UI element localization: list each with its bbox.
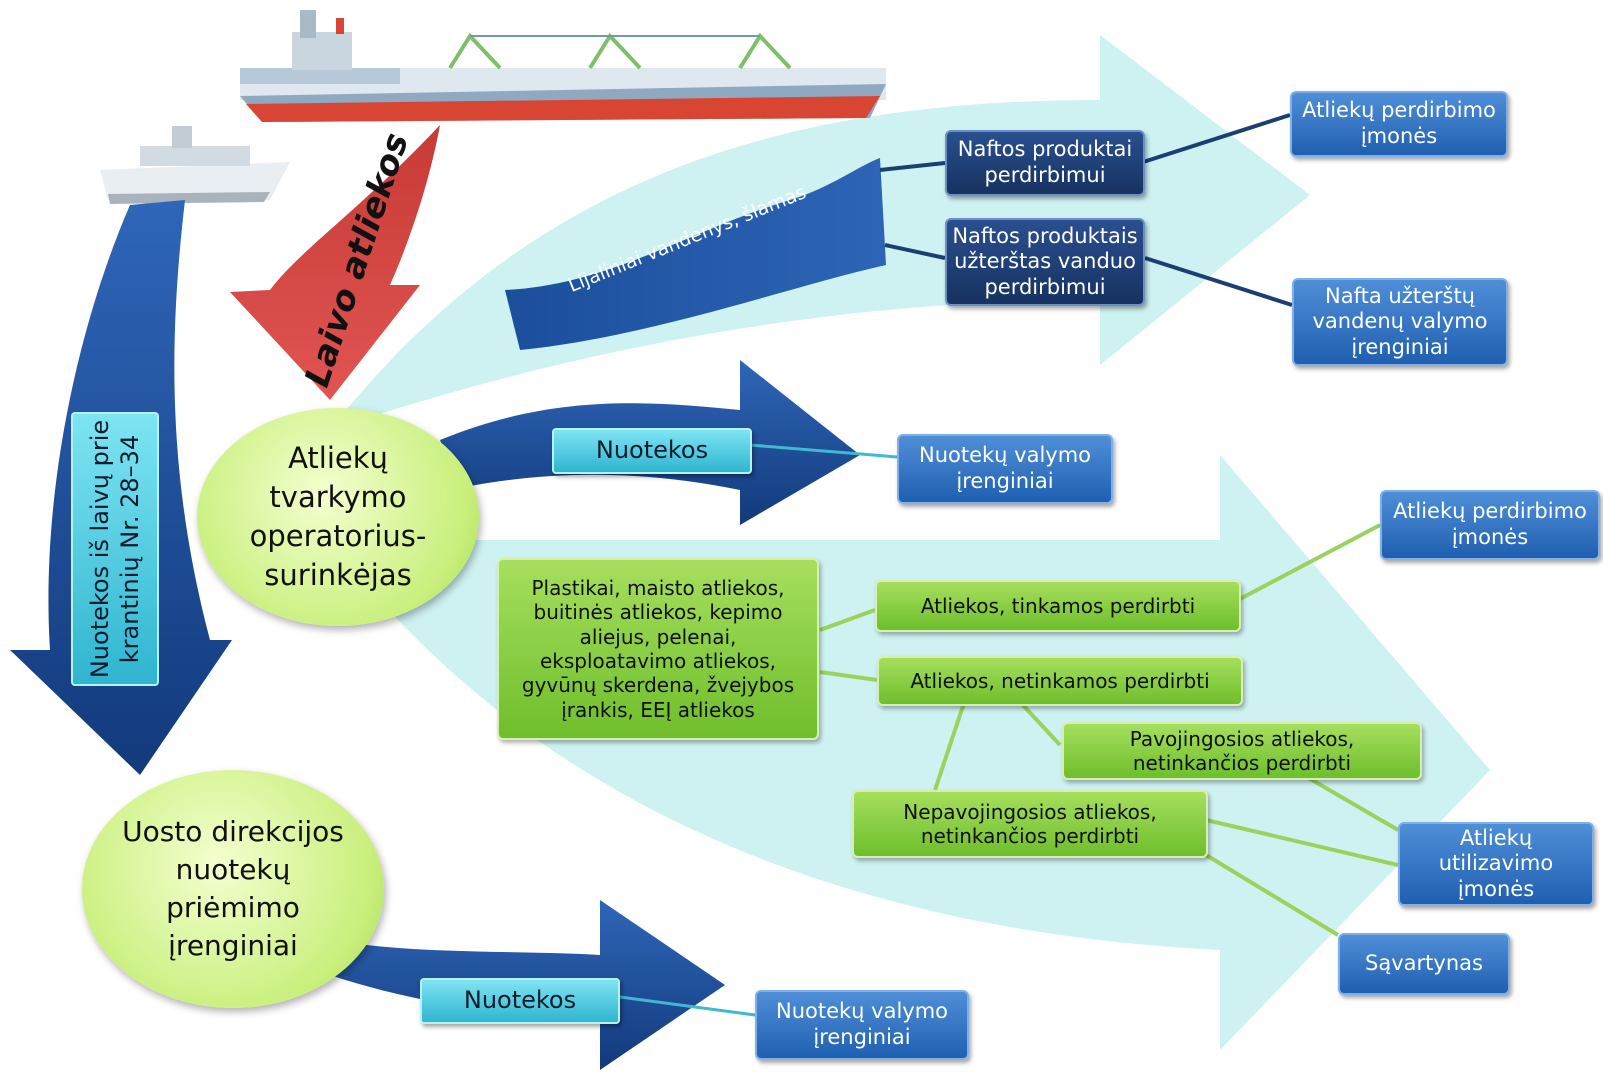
oil-products-recycling-box: Naftos produktai perdirbimui (945, 130, 1145, 196)
ship-waste-arrow (230, 125, 440, 400)
teal-connectors (604, 443, 898, 1017)
port-reception-node: Uosto direkcijos nuotekų priėmimo įrengi… (82, 770, 384, 1008)
bilge-band (505, 158, 886, 350)
navy-connectors (879, 113, 1293, 307)
cargo-ship-image (240, 10, 886, 122)
oil-water-treatment-box: Nafta užterštų vandenų valymo įrenginiai (1292, 278, 1508, 366)
disposal-companies-box: Atliekų utilizavimo įmonės (1398, 822, 1594, 906)
berth-wastewater-text: Nuotekos iš laivų prie krantinių Nr. 28–… (86, 419, 144, 679)
wastewater-label-1: Nuotekos (552, 428, 752, 474)
recyclable-waste-box: Atliekos, tinkamos perdirbti (875, 580, 1241, 632)
landfill-box: Sąvartynas (1338, 933, 1510, 995)
hazardous-waste-box: Pavojingosios atliekos, netinkančios per… (1062, 722, 1422, 780)
non-recyclable-waste-box: Atliekos, netinkamos perdirbti (877, 656, 1243, 706)
cruise-ship-image (100, 126, 290, 204)
wastewater-treatment-box-2: Nuotekų valymo įrenginiai (755, 990, 969, 1060)
non-hazardous-waste-box: Nepavojingosios atliekos, netinkančios p… (852, 790, 1208, 858)
operator-node: Atliekų tvarkymo operatorius- surinkėjas (197, 408, 479, 626)
green-connectors (819, 523, 1400, 937)
recycling-companies-mid-box: Atliekų perdirbimo įmonės (1380, 490, 1600, 560)
oil-contaminated-water-box: Naftos produktais užterštas vanduo perdi… (945, 218, 1145, 306)
wastewater-label-2: Nuotekos (420, 978, 620, 1024)
solid-waste-types-box: Plastikai, maisto atliekos, buitinės atl… (497, 558, 819, 740)
berth-wastewater-label: Nuotekos iš laivų prie krantinių Nr. 28–… (71, 412, 159, 686)
recycling-companies-top-box: Atliekų perdirbimo įmonės (1290, 91, 1508, 157)
wastewater-treatment-box-1: Nuotekų valymo įrenginiai (897, 434, 1113, 504)
